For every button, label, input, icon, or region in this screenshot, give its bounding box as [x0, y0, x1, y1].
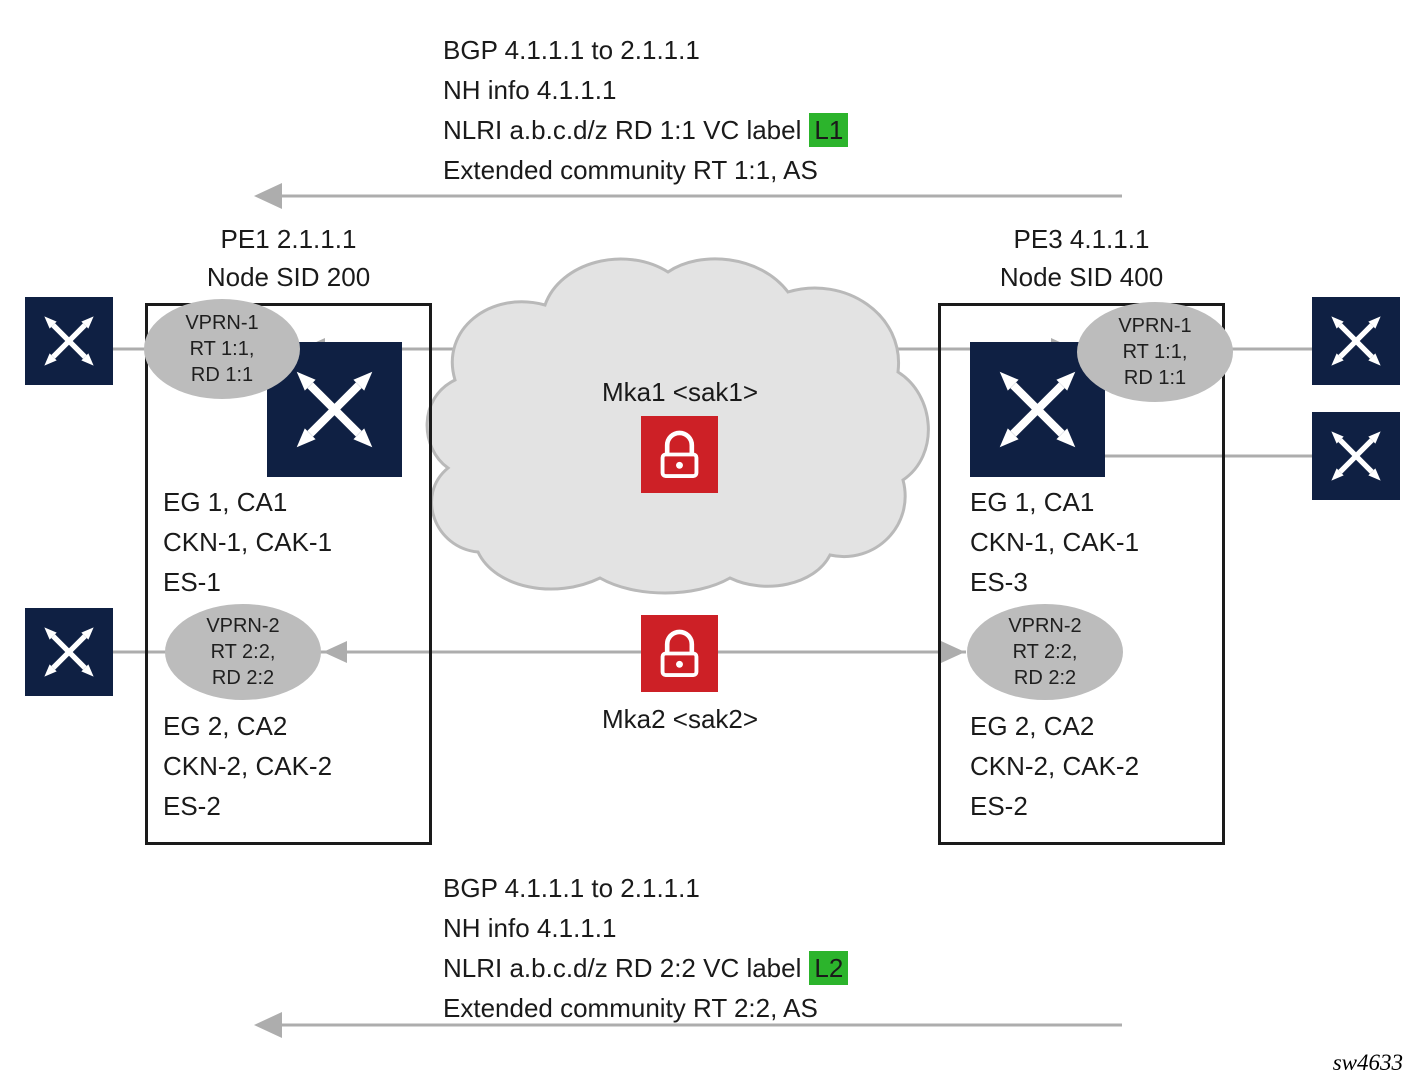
pe3-es2: ES-2 [970, 791, 1028, 821]
pe3-title-line1: PE3 4.1.1.1 [1013, 224, 1150, 254]
pe3-group2-text: EG 2, CA2 CKN-2, CAK-2 ES-2 [970, 706, 1139, 826]
pe1-vprn1-rd: RD 1:1 [190, 364, 254, 386]
mka2-label: Mka2 <sak2> [601, 704, 759, 734]
ce-router-icon-right-bottom [1312, 412, 1400, 500]
vc-label-l1: L1 [809, 113, 849, 147]
pe3-es3: ES-3 [970, 567, 1028, 597]
pe1-vprn2-name: VPRN-2 [206, 615, 280, 637]
bgp-update-top: BGP 4.1.1.1 to 2.1.1.1 NH info 4.1.1.1 N… [443, 30, 849, 190]
pe3-vprn2-name: VPRN-2 [1008, 615, 1082, 637]
vc-label-l2: L2 [809, 951, 849, 985]
pe3-vprn1-ellipse: VPRN-1 RT 1:1, RD 1:1 [1077, 302, 1233, 402]
pe1-group2-text: EG 2, CA2 CKN-2, CAK-2 ES-2 [163, 706, 332, 826]
bgp-bottom-arrowhead [254, 1012, 282, 1038]
macsec-lock-icon-1 [641, 416, 718, 493]
pe3-box [938, 303, 1225, 845]
pe3-vprn2-rd: RD 2:2 [1013, 667, 1077, 689]
pe1-group1-text: EG 1, CA1 CKN-1, CAK-1 ES-1 [163, 482, 332, 602]
top-msg-line4: Extended community RT 1:1, AS [443, 155, 818, 185]
pe3-eg2: EG 2, CA2 [970, 711, 1095, 741]
pe1-vprn1-rt: RT 1:1, [189, 338, 255, 360]
pe1-vprn1-ellipse: VPRN-1 RT 1:1, RD 1:1 [144, 299, 300, 399]
pe3-vprn2-rt: RT 2:2, [1012, 641, 1078, 663]
pe1-es2: ES-2 [163, 791, 221, 821]
pe1-title: PE1 2.1.1.1 Node SID 200 [145, 220, 432, 296]
pe1-box [145, 303, 432, 845]
pe1-eg2: EG 2, CA2 [163, 711, 288, 741]
pe1-vprn1-name: VPRN-1 [185, 312, 259, 334]
bottom-msg-line2: NH info 4.1.1.1 [443, 913, 617, 943]
pe3-vprn1-rt: RT 1:1, [1122, 341, 1188, 363]
ce-router-icon-left-top [25, 297, 113, 385]
top-msg-line1: BGP 4.1.1.1 to 2.1.1.1 [443, 35, 700, 65]
pe1-title-line1: PE1 2.1.1.1 [220, 224, 357, 254]
bottom-msg-nlri-text: NLRI a.b.c.d/z RD 2:2 VC label [443, 953, 802, 983]
pe1-title-line2: Node SID 200 [206, 262, 371, 292]
pe3-ckn1: CKN-1, CAK-1 [970, 527, 1140, 557]
bgp-top-arrowhead [254, 183, 282, 209]
pe1-ckn2: CKN-2, CAK-2 [163, 751, 333, 781]
pe3-title: PE3 4.1.1.1 Node SID 400 [938, 220, 1225, 296]
vprn2-left-arrowhead [323, 641, 347, 663]
bottom-msg-line4: Extended community RT 2:2, AS [443, 993, 818, 1023]
pe1-eg1: EG 1, CA1 [163, 487, 288, 517]
macsec-lock-icon-2 [641, 615, 718, 692]
mka1-label: Mka1 <sak1> [601, 377, 759, 407]
ce-router-icon-right-top [1312, 297, 1400, 385]
pe1-vprn2-ellipse: VPRN-2 RT 2:2, RD 2:2 [165, 604, 321, 700]
pe3-title-line2: Node SID 400 [999, 262, 1164, 292]
bgp-update-bottom: BGP 4.1.1.1 to 2.1.1.1 NH info 4.1.1.1 N… [443, 868, 849, 1028]
pe1-vprn2-rd: RD 2:2 [211, 667, 275, 689]
top-msg-line2: NH info 4.1.1.1 [443, 75, 617, 105]
pe3-eg1: EG 1, CA1 [970, 487, 1095, 517]
pe3-vprn1-name: VPRN-1 [1118, 315, 1192, 337]
top-msg-nlri-text: NLRI a.b.c.d/z RD 1:1 VC label [443, 115, 802, 145]
figure-id: sw4633 [1332, 1050, 1403, 1075]
pe1-ckn1: CKN-1, CAK-1 [163, 527, 333, 557]
pe1-es1: ES-1 [163, 567, 221, 597]
pe3-group1-text: EG 1, CA1 CKN-1, CAK-1 ES-3 [970, 482, 1139, 602]
pe3-vprn1-rd: RD 1:1 [1123, 367, 1187, 389]
pe1-vprn2-rt: RT 2:2, [210, 641, 276, 663]
pe3-ckn2: CKN-2, CAK-2 [970, 751, 1140, 781]
bottom-msg-line1: BGP 4.1.1.1 to 2.1.1.1 [443, 873, 700, 903]
pe3-vprn2-ellipse: VPRN-2 RT 2:2, RD 2:2 [967, 604, 1123, 700]
vprn2-right-arrowhead [941, 641, 965, 663]
ce-router-icon-left-bottom [25, 608, 113, 696]
